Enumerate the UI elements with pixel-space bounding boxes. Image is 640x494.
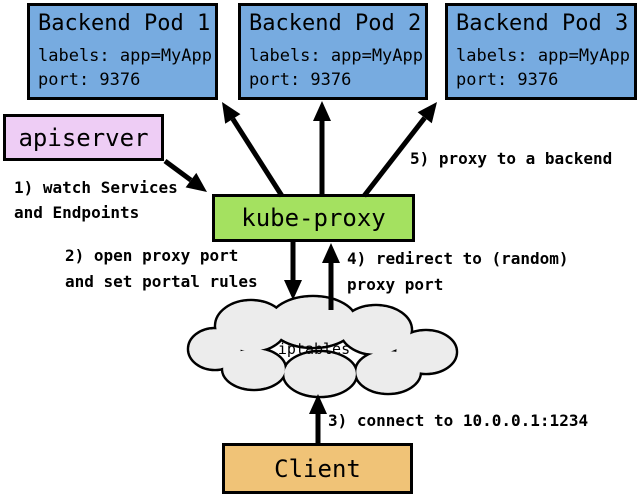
label-step-2: 2) open proxy port and set portal rules — [65, 243, 258, 295]
node-backend-pod-1: Backend Pod 1 labels: app=MyApp port: 93… — [27, 3, 218, 100]
label-step-2-line-1: 2) open proxy port — [65, 246, 239, 265]
client-label: Client — [274, 454, 361, 483]
arrow-kubeproxy-to-pod2 — [313, 101, 331, 196]
label-step-5-line-1: 5) proxy to a backend — [410, 149, 613, 168]
label-step-2-line-2: and set portal rules — [65, 272, 258, 291]
label-step-5: 5) proxy to a backend — [410, 146, 612, 172]
label-step-1-line-1: 1) watch Services — [14, 178, 178, 197]
node-backend-pod-2: Backend Pod 2 labels: app=MyApp port: 93… — [238, 3, 428, 100]
pod-2-labels: labels: app=MyApp — [249, 46, 423, 66]
apiserver-label: apiserver — [18, 123, 149, 152]
node-apiserver: apiserver — [3, 114, 164, 161]
pod-1-port: port: 9376 — [38, 70, 141, 90]
pod-1-labels: labels: app=MyApp — [38, 46, 212, 66]
arrow-iptables-to-kubeproxy — [322, 243, 340, 310]
node-backend-pod-3: Backend Pod 3 labels: app=MyApp port: 93… — [445, 3, 637, 100]
arrow-client-to-iptables — [309, 394, 327, 443]
pod-2-port: port: 9376 — [249, 70, 352, 90]
pod-1-title: Backend Pod 1 — [38, 11, 211, 36]
iptables-label: iptables — [278, 340, 350, 358]
iptables-cloud: iptables — [186, 294, 459, 399]
node-client: Client — [222, 443, 413, 494]
pod-2-title: Backend Pod 2 — [249, 11, 422, 36]
label-step-1: 1) watch Services and Endpoints — [14, 175, 178, 225]
pod-3-port: port: 9376 — [456, 70, 559, 90]
pod-3-title: Backend Pod 3 — [456, 11, 629, 36]
kube-proxy-label: kube-proxy — [241, 204, 386, 232]
label-step-3-line-1: 3) connect to 10.0.0.1:1234 — [328, 411, 589, 430]
label-step-3: 3) connect to 10.0.0.1:1234 — [328, 408, 588, 434]
label-step-4: 4) redirect to (random) proxy port — [347, 246, 569, 298]
label-step-1-line-2: and Endpoints — [14, 203, 140, 222]
pod-3-labels: labels: app=MyApp — [456, 46, 630, 66]
arrow-kubeproxy-to-pod1 — [222, 102, 285, 198]
label-step-4-line-1: 4) redirect to (random) — [347, 249, 569, 268]
arrow-kubeproxy-to-iptables — [284, 242, 302, 300]
label-step-4-line-2: proxy port — [347, 275, 444, 294]
node-kube-proxy: kube-proxy — [212, 194, 415, 242]
